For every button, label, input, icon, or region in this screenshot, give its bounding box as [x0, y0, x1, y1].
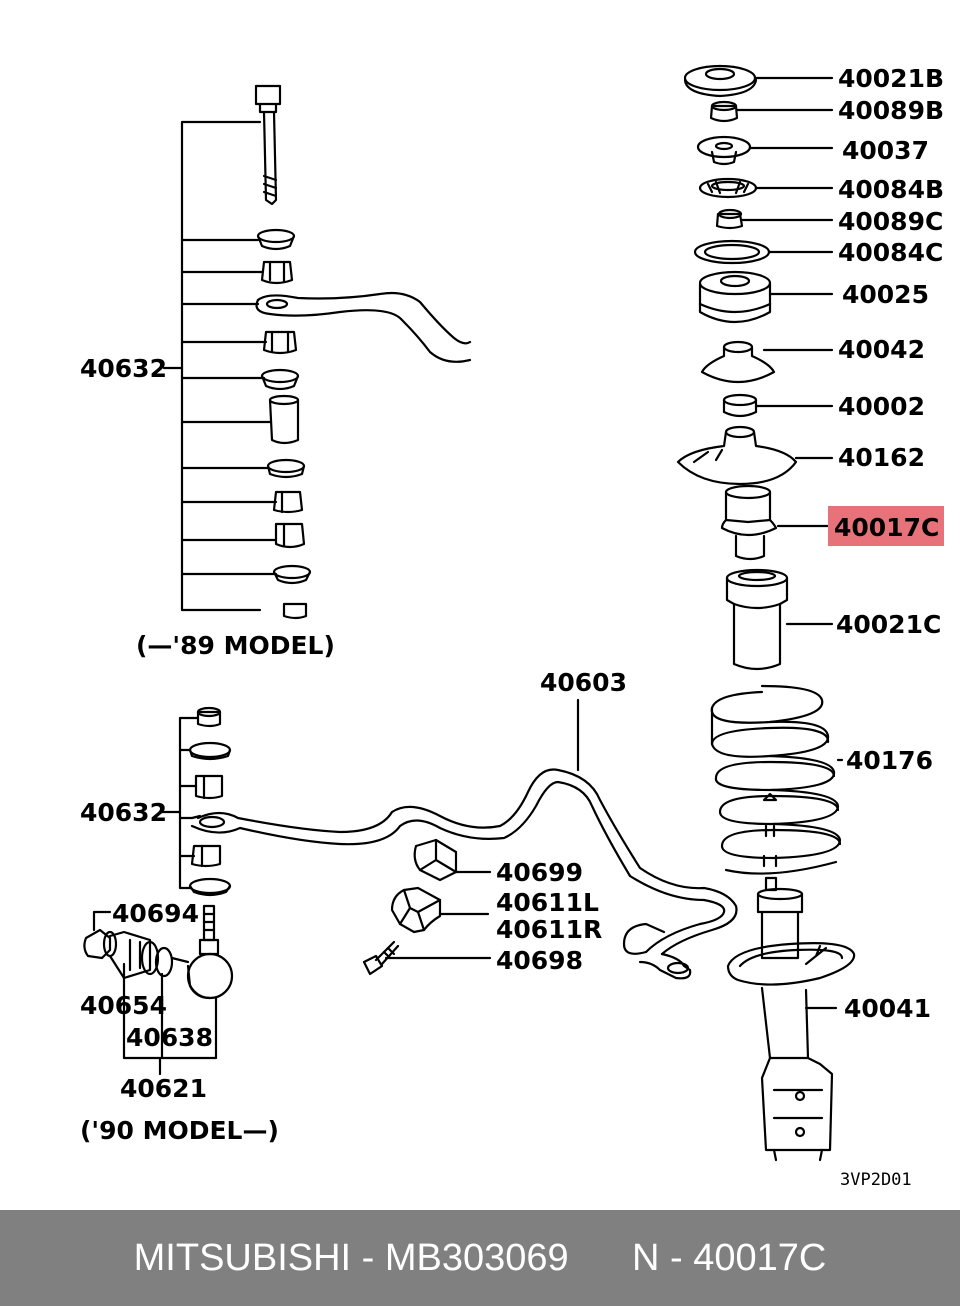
label-40611L: 40611L: [496, 888, 599, 917]
part-40632-link-lower: [186, 706, 234, 1000]
label-40025: 40025: [842, 280, 929, 309]
model-note-upto-89: (—'89 MODEL): [136, 631, 335, 660]
footer-bar: MITSUBISHI - MB303069 N - 40017C: [0, 1210, 960, 1306]
label-40611R: 40611R: [496, 915, 602, 944]
part-40632-link-upper: [254, 84, 312, 620]
label-40603: 40603: [540, 668, 627, 697]
label-40638: 40638: [126, 1023, 213, 1052]
label-40654: 40654: [80, 991, 167, 1020]
label-40002: 40002: [838, 392, 925, 421]
label-40694: 40694: [112, 899, 199, 928]
part-40603-stabilizer-bar: [190, 291, 738, 980]
model-note-from-90: ('90 MODEL—): [80, 1116, 279, 1145]
part-40021B-strut-cap: [683, 64, 758, 98]
label-40632-upper: 40632: [80, 354, 167, 383]
part-40002-bushing: [722, 393, 758, 418]
part-40017C-bump-stopper: [720, 484, 778, 561]
part-40698-bolt: [362, 940, 400, 976]
part-40041-strut-assembly: [726, 876, 856, 1162]
part-40084C-ring: [693, 239, 771, 265]
part-40089B-nut: [709, 100, 739, 123]
part-40084B-bearing: [698, 177, 758, 199]
label-40089C: 40089C: [838, 207, 943, 236]
part-40162-spring-seat: [676, 425, 798, 486]
label-40699: 40699: [496, 858, 583, 887]
label-40021B: 40021B: [838, 64, 944, 93]
label-40162: 40162: [838, 443, 925, 472]
part-40089C-nut: [715, 208, 744, 230]
parts-diagram: 40021B 40089B 40037 40084B 40089C 40084C…: [80, 64, 944, 1190]
highlight-40017C: [828, 506, 944, 546]
drawing-code: 3VP2D01: [840, 1170, 912, 1190]
part-40037-washer: [696, 135, 752, 166]
label-40084C: 40084C: [838, 238, 943, 267]
label-40041: 40041: [844, 994, 931, 1023]
footer-part-info: MITSUBISHI - MB303069 N - 40017C: [133, 1236, 827, 1279]
part-40611-bracket: [390, 886, 442, 934]
part-40021C-dust-cover: [725, 568, 789, 671]
label-40698: 40698: [496, 946, 583, 975]
part-40176-coil-spring: [710, 684, 842, 875]
label-40176: 40176: [846, 746, 933, 775]
label-40632-lower: 40632: [80, 798, 167, 827]
label-40089B: 40089B: [838, 96, 944, 125]
label-40084B: 40084B: [838, 175, 944, 204]
part-40025-insulator: [698, 270, 772, 323]
part-40699-bushing: [413, 838, 458, 882]
label-40021C: 40021C: [836, 610, 941, 639]
label-40017C: 40017C: [834, 513, 939, 542]
label-40042: 40042: [838, 335, 925, 364]
part-40654-ball-joint: [83, 928, 190, 980]
part-40042-seat: [700, 340, 776, 383]
label-40621: 40621: [120, 1074, 207, 1103]
label-40037: 40037: [842, 136, 929, 165]
